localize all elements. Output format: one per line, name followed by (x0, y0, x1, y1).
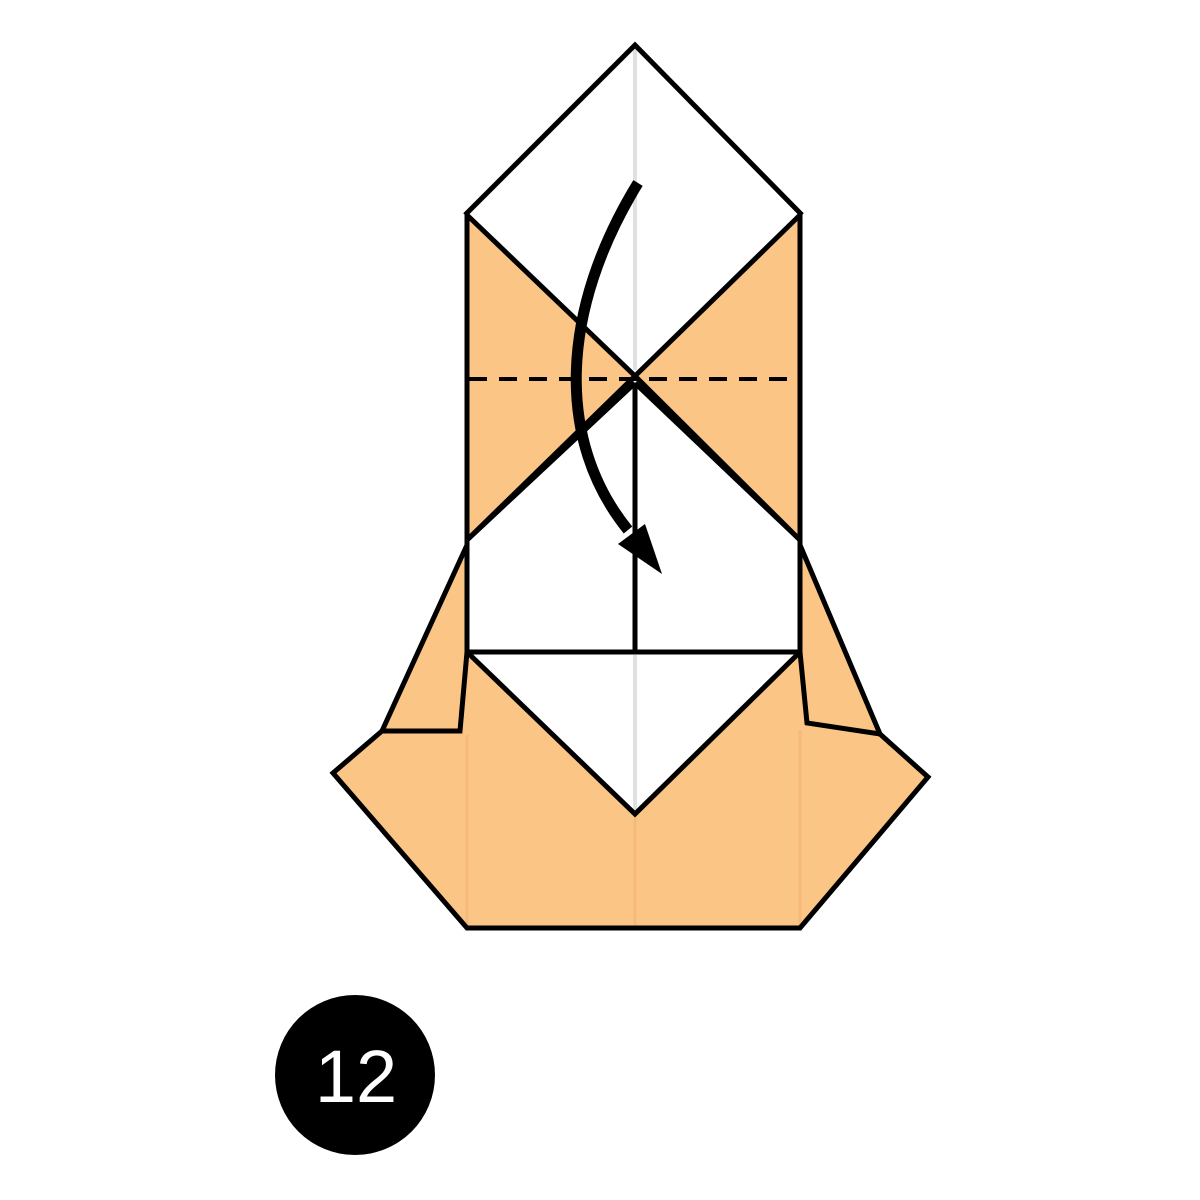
curved-arrow-down-icon (570, 180, 662, 574)
step-badge-circle (275, 995, 435, 1155)
arrow-shaft (570, 180, 643, 534)
upper-left-flap (467, 217, 635, 540)
crease-lines (465, 48, 802, 926)
arrow-head (618, 524, 662, 574)
diagonal-upper-left (465, 213, 637, 378)
top-point-outline (463, 41, 804, 217)
left-wing-outline (378, 543, 470, 734)
diagonal-cross-right (633, 374, 802, 542)
diagonal-cross-left (465, 374, 637, 542)
bottom-body (333, 652, 928, 928)
paper-outlines (329, 41, 932, 931)
diagonal-upper-right (633, 213, 802, 378)
step-number-badge: 12 (275, 995, 435, 1155)
bottom-body-outline (329, 729, 932, 931)
step-number: 12 (315, 1035, 397, 1118)
right-wing-outline (797, 544, 885, 738)
lower-v-outline (465, 650, 802, 818)
